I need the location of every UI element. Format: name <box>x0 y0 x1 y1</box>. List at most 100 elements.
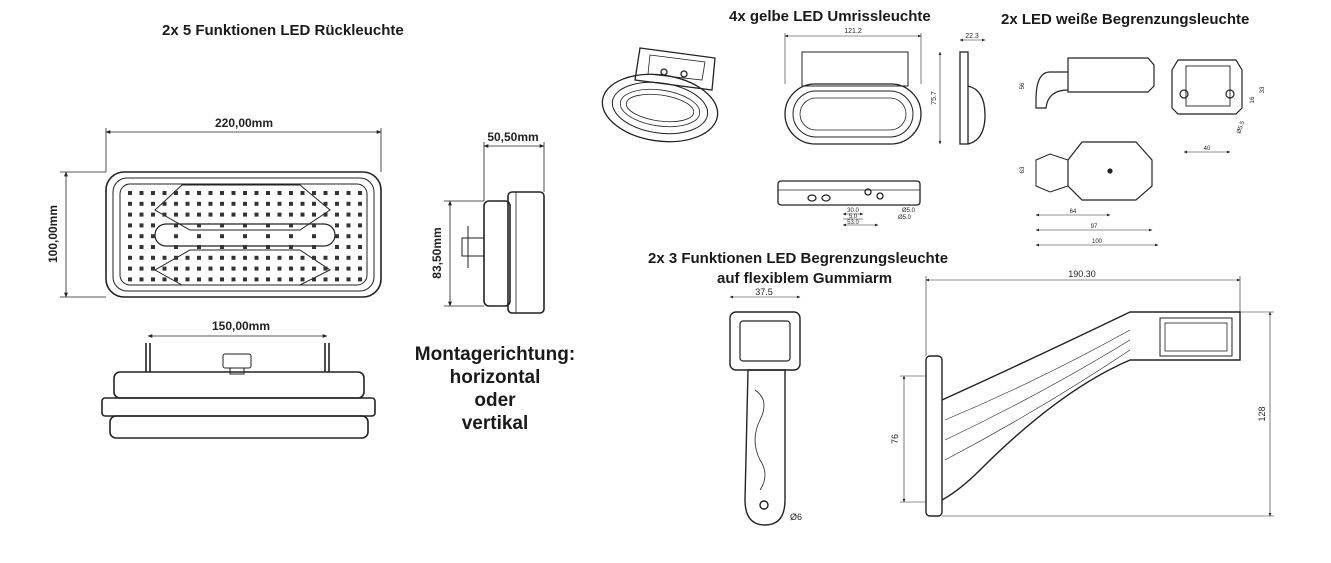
led-dot <box>335 277 339 282</box>
marker-light-front-view <box>1171 59 1243 115</box>
led-dot <box>243 255 247 260</box>
led-dot <box>220 266 224 271</box>
arm-light-front-view <box>729 311 801 526</box>
led-dot <box>358 234 362 239</box>
led-dot <box>300 255 305 260</box>
marker-front-16-label: 16 <box>1250 96 1256 103</box>
led-dot <box>312 212 316 217</box>
led-dot <box>197 234 201 239</box>
led-dot <box>174 191 178 195</box>
led-dot <box>208 212 213 217</box>
led-dot <box>162 201 167 206</box>
led-dot <box>346 266 351 271</box>
led-dot <box>335 223 339 228</box>
led-dot <box>139 277 144 282</box>
rear-height-label: 100,00mm <box>46 205 60 263</box>
led-dot <box>231 212 236 217</box>
led-dot <box>162 212 167 217</box>
led-dot <box>335 245 339 249</box>
led-dot <box>151 223 155 228</box>
arm-height-label: 128 <box>1257 406 1267 421</box>
led-dot <box>208 277 213 282</box>
led-dot <box>128 212 132 217</box>
led-dot <box>174 223 178 228</box>
led-dot <box>151 245 155 249</box>
arm-length-dimension <box>925 276 1241 356</box>
led-dot <box>243 266 247 271</box>
led-dot <box>289 223 293 228</box>
led-dot <box>185 255 190 260</box>
outline-light-bottom-view <box>777 180 921 206</box>
led-dot <box>174 255 178 260</box>
led-dot <box>220 255 224 260</box>
led-dot <box>220 191 224 195</box>
led-dot <box>254 201 259 206</box>
led-dot <box>346 277 351 282</box>
outline-light-title: 4x gelbe LED Umrissleuchte <box>729 8 931 25</box>
marker-side-height-label: 56 <box>1020 82 1026 89</box>
led-dot <box>323 212 328 217</box>
arm-height-dimension <box>942 311 1274 517</box>
marker-top-63-label: 63 <box>1020 166 1026 173</box>
led-dot <box>335 212 339 217</box>
led-dot <box>174 234 178 239</box>
led-dot <box>231 201 236 206</box>
led-dot <box>220 223 224 228</box>
led-dot <box>151 266 155 271</box>
mounting-option-vertical: vertikal <box>461 413 529 434</box>
led-dot <box>323 266 328 271</box>
led-dot <box>151 191 155 195</box>
led-dot <box>220 234 224 239</box>
led-dot <box>358 201 362 206</box>
led-dot <box>266 245 270 249</box>
led-dot <box>185 212 190 217</box>
led-dot <box>174 277 178 282</box>
led-dot <box>335 266 339 271</box>
led-dot <box>220 277 224 282</box>
led-dot <box>151 255 155 260</box>
led-dot <box>162 255 167 260</box>
led-dot <box>151 234 155 239</box>
led-dot <box>231 277 236 282</box>
led-dot <box>312 245 316 249</box>
led-dot <box>243 201 247 206</box>
led-dot <box>300 266 305 271</box>
rear-light-led-grid <box>128 191 362 282</box>
arm-base-label: 76 <box>890 434 900 444</box>
led-dot <box>289 255 293 260</box>
led-dot <box>197 212 201 217</box>
led-dot <box>358 277 362 282</box>
rear-height-dimension <box>60 171 106 298</box>
led-dot <box>312 201 316 206</box>
led-dot <box>243 234 247 239</box>
led-dot <box>128 223 132 228</box>
led-dot <box>266 191 270 195</box>
led-dot <box>312 234 316 239</box>
led-dot <box>128 234 132 239</box>
led-dot <box>277 255 282 260</box>
marker-light-side-view <box>1035 57 1155 109</box>
marker-light-top-view <box>1035 141 1153 201</box>
arm-front-hole-label: Ø6 <box>790 512 802 522</box>
led-dot <box>335 201 339 206</box>
led-dot <box>323 255 328 260</box>
outline-hole-label-b: Ø5.0 <box>898 215 912 221</box>
led-dot <box>266 223 270 228</box>
outline-depth-label: 22.3 <box>965 33 979 40</box>
outline-width-label: 121.2 <box>844 28 862 35</box>
mounting-direction: Montagerichtung: horizontal oder vertika… <box>405 343 585 435</box>
led-dot <box>335 255 339 260</box>
led-dot <box>128 245 132 249</box>
rear-light-title: 2x 5 Funktionen LED Rückleuchte <box>162 22 404 39</box>
led-dot <box>266 277 270 282</box>
led-dot <box>254 191 259 195</box>
rear-light-side-view <box>461 191 545 314</box>
rear-side-height-dimension <box>444 200 484 307</box>
led-dot <box>208 255 213 260</box>
arm-light-title-line1: 2x 3 Funktionen LED Begrenzungsleuchte <box>648 250 949 267</box>
led-dot <box>139 191 144 195</box>
led-dot <box>358 212 362 217</box>
led-dot <box>335 234 339 239</box>
arm-base-dimension <box>900 375 926 503</box>
led-dot <box>174 245 178 249</box>
